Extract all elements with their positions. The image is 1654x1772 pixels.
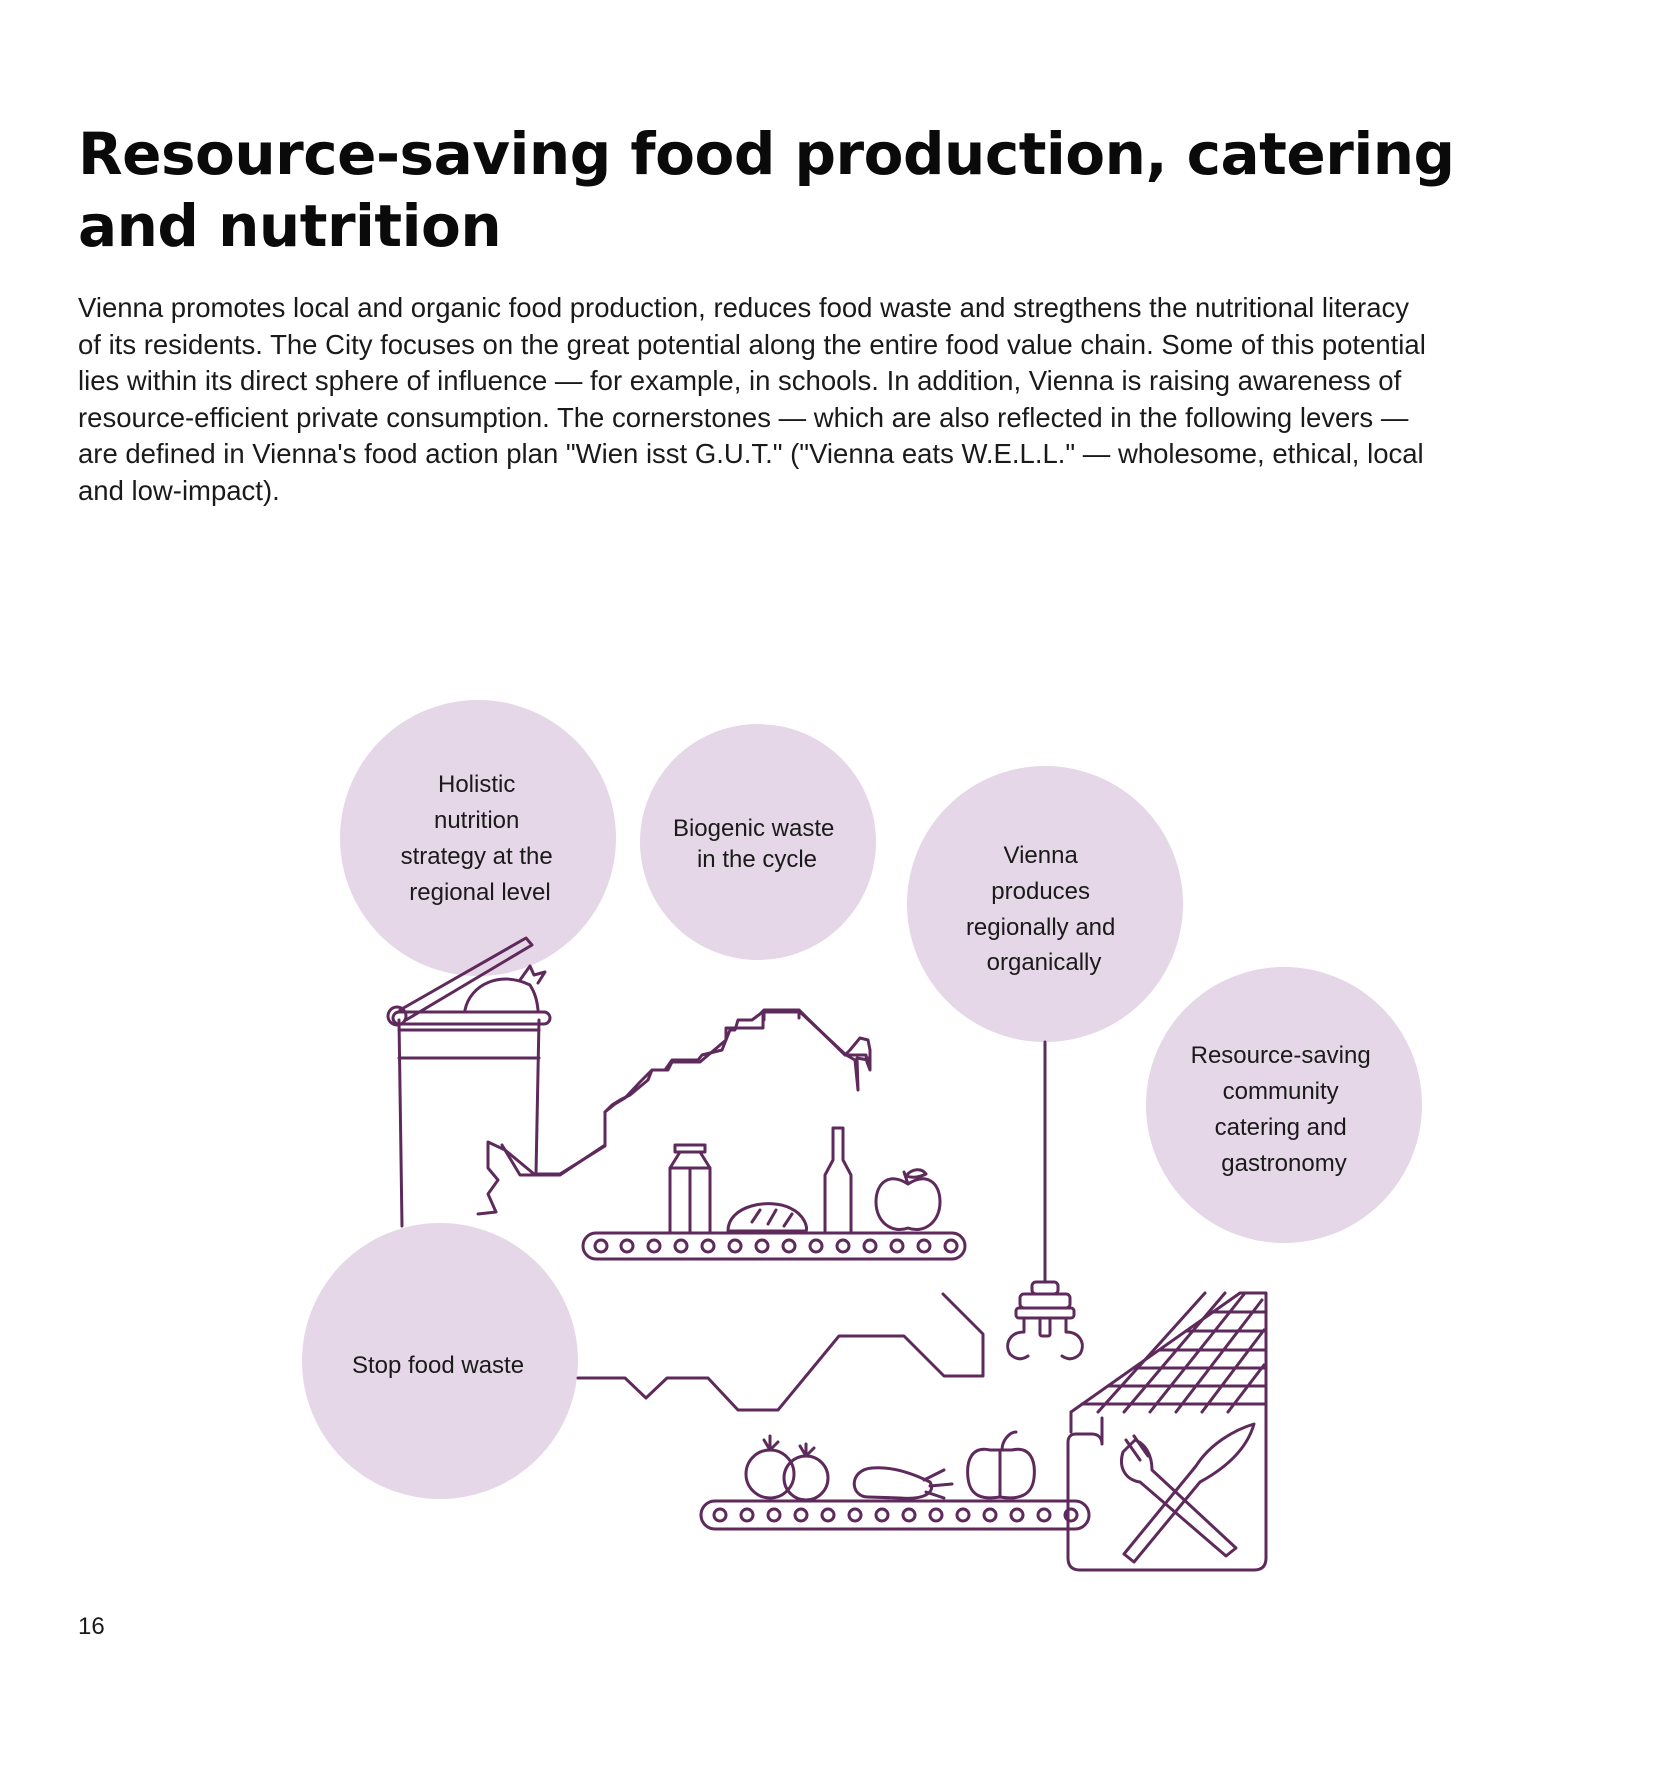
bubble-holistic bbox=[340, 700, 616, 976]
vienna-outline-bottom bbox=[576, 1292, 985, 1412]
upper-conveyor-rollers bbox=[593, 1238, 959, 1254]
upper-conveyor-icon bbox=[581, 1231, 967, 1261]
bottle-icon bbox=[823, 1126, 853, 1235]
label-stop-waste: Stop food waste bbox=[352, 1352, 524, 1379]
apple-icon bbox=[874, 1168, 942, 1231]
robotic-gripper-icon bbox=[1006, 1040, 1084, 1361]
bubbles-layer bbox=[302, 700, 1422, 1499]
bubble-biogenic bbox=[640, 724, 876, 960]
label-holistic: Holistic nutrition strategy at the regio… bbox=[401, 771, 560, 906]
label-resource-saving: Resource-saving community catering and g… bbox=[1191, 1042, 1378, 1177]
bubble-stop-waste bbox=[302, 1223, 578, 1499]
restaurant-building-icon bbox=[1066, 1291, 1268, 1572]
page-number: 16 bbox=[78, 1613, 105, 1640]
eggplant-icon bbox=[852, 1466, 954, 1500]
bubble-vienna-produces bbox=[907, 766, 1183, 1042]
vienna-outline-lower bbox=[476, 1140, 507, 1216]
bread-icon bbox=[726, 1202, 809, 1233]
label-vienna-produces: Vienna produces regionally and organical… bbox=[966, 842, 1122, 976]
pepper-icon bbox=[966, 1430, 1036, 1500]
bubble-resource-saving bbox=[1146, 967, 1422, 1243]
label-biogenic: Biogenic waste in the cycle bbox=[673, 815, 841, 873]
page-title: Resource-saving food production, caterin… bbox=[78, 120, 1455, 260]
lower-conveyor-icon bbox=[699, 1499, 1091, 1531]
tomato-icon bbox=[744, 1434, 830, 1502]
intro-paragraph: Vienna promotes local and organic food p… bbox=[78, 292, 1426, 506]
lower-conveyor-rollers bbox=[712, 1507, 1079, 1523]
vienna-outline-upper bbox=[503, 1010, 870, 1176]
compost-bin-icon bbox=[386, 936, 552, 1228]
milk-carton-icon bbox=[668, 1143, 712, 1235]
solar-roof-icon bbox=[1080, 1291, 1268, 1414]
vienna-outline-icon bbox=[500, 1008, 872, 1177]
fork-knife-icon bbox=[1120, 1422, 1256, 1564]
